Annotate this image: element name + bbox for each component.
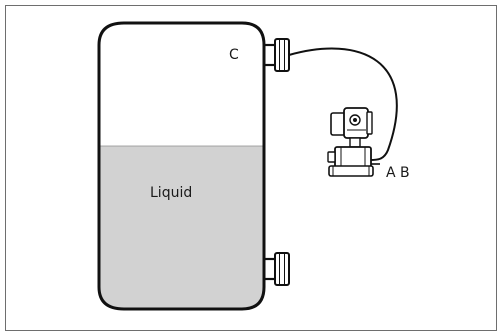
bottom-flange-icon: [264, 252, 290, 286]
figure-frame: [5, 5, 497, 331]
vessel-outline: [97, 21, 266, 311]
liquid-label: Liquid: [150, 185, 192, 201]
tap-label-ab: A B: [386, 165, 410, 181]
top-flange-icon: [264, 38, 290, 72]
pressure-transmitter-icon: [327, 107, 380, 177]
liquid-fill: [99, 145, 264, 309]
tap-label-c: C: [229, 47, 239, 63]
impulse-line: [288, 47, 398, 161]
